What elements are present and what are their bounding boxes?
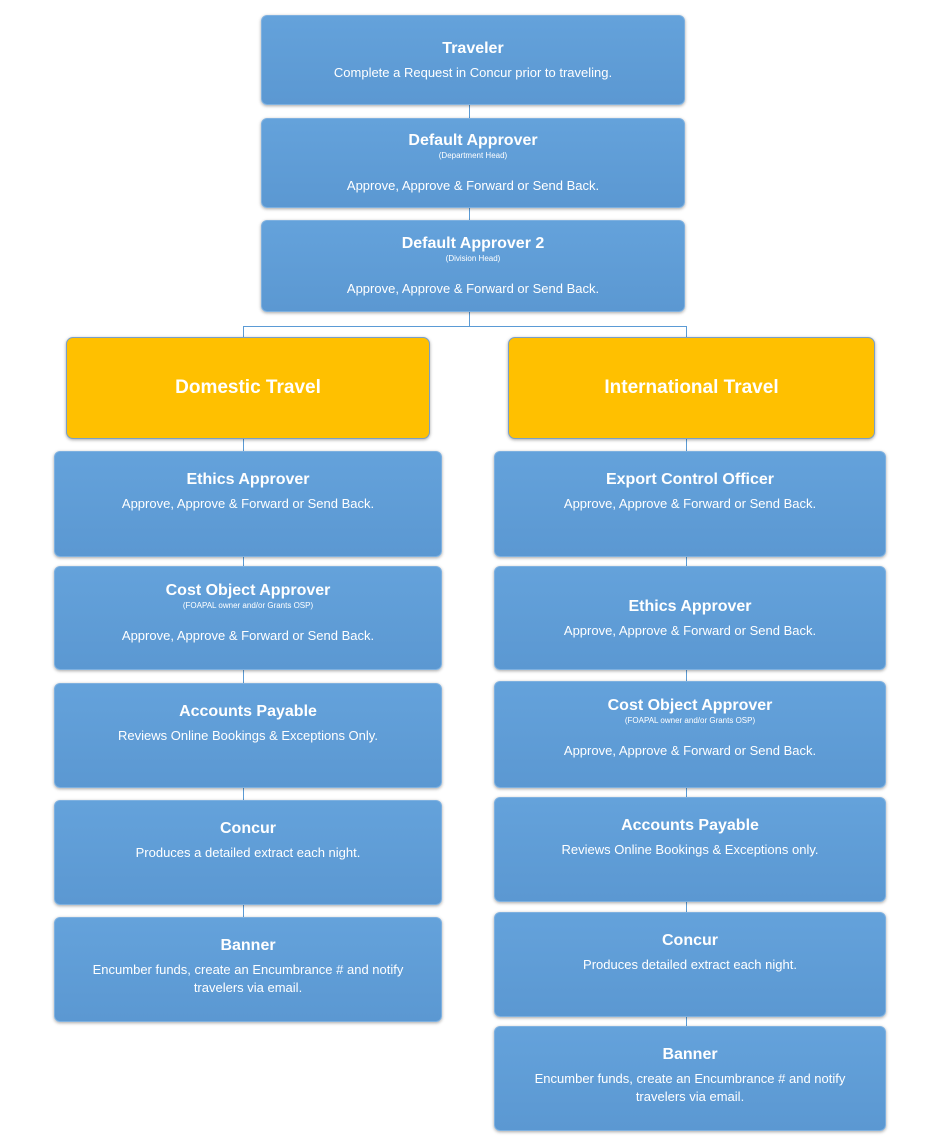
node-title: Banner (220, 937, 276, 954)
node-default-approver: Default Approver (Department Head) Appro… (261, 118, 685, 208)
node-desc: Reviews Online Bookings & Exceptions onl… (561, 842, 819, 857)
connector-split (243, 326, 686, 327)
branch-label: Domestic Travel (175, 377, 321, 398)
node-title: Cost Object Approver (165, 582, 331, 599)
node-subtitle: (FOAPAL owner and/or Grants OSP) (624, 716, 756, 725)
node-traveler: Traveler Complete a Request in Concur pr… (261, 15, 685, 105)
node-desc: Approve, Approve & Forward or Send Back. (563, 743, 817, 758)
node-title: Export Control Officer (605, 471, 774, 488)
node-desc: Produces a detailed extract each night. (135, 845, 361, 860)
node-desc: Approve, Approve & Forward or Send Back. (563, 496, 817, 511)
node-international-export-control-officer: Export Control Officer Approve, Approve … (494, 451, 886, 557)
node-title: Concur (220, 820, 276, 837)
node-title: Ethics Approver (628, 597, 752, 615)
node-title: Cost Object Approver (607, 697, 773, 714)
node-desc: Approve, Approve & Forward or Send Back. (121, 628, 375, 643)
node-domestic-concur: Concur Produces a detailed extract each … (54, 800, 442, 905)
node-title: Default Approver 2 (401, 235, 545, 252)
node-international-cost-object-approver: Cost Object Approver (FOAPAL owner and/o… (494, 681, 886, 788)
node-desc: Approve, Approve & Forward or Send Back. (346, 178, 600, 193)
node-title: Ethics Approver (186, 471, 310, 488)
node-desc: Complete a Request in Concur prior to tr… (333, 64, 613, 80)
node-international-accounts-payable: Accounts Payable Reviews Online Bookings… (494, 797, 886, 902)
node-domestic-ethics-approver: Ethics Approver Approve, Approve & Forwa… (54, 451, 442, 557)
branch-international-travel: International Travel (508, 337, 875, 439)
branch-label: International Travel (604, 377, 779, 398)
node-domestic-accounts-payable: Accounts Payable Reviews Online Bookings… (54, 683, 442, 788)
node-subtitle: (Department Head) (438, 151, 508, 160)
node-default-approver-2: Default Approver 2 (Division Head) Appro… (261, 220, 685, 312)
node-title: Traveler (442, 39, 504, 57)
node-desc: Approve, Approve & Forward or Send Back. (346, 281, 600, 296)
node-desc: Reviews Online Bookings & Exceptions Onl… (118, 728, 378, 743)
node-domestic-cost-object-approver: Cost Object Approver (FOAPAL owner and/o… (54, 566, 442, 670)
node-title: Concur (662, 932, 718, 949)
connector-international (686, 326, 687, 1028)
node-subtitle: (FOAPAL owner and/or Grants OSP) (182, 601, 314, 610)
node-title: Banner (662, 1046, 718, 1063)
node-title: Accounts Payable (179, 703, 317, 720)
node-international-concur: Concur Produces detailed extract each ni… (494, 912, 886, 1017)
node-international-ethics-approver: Ethics Approver Approve, Approve & Forwa… (494, 566, 886, 670)
node-desc: Produces detailed extract each night. (583, 957, 797, 972)
node-title: Accounts Payable (621, 817, 759, 834)
node-domestic-banner: Banner Encumber funds, create an Encumbr… (54, 917, 442, 1022)
node-desc: Approve, Approve & Forward or Send Back. (563, 622, 817, 638)
node-desc: Encumber funds, create an Encumbrance # … (534, 1071, 846, 1104)
branch-domestic-travel: Domestic Travel (66, 337, 430, 439)
connector-top-chain (469, 100, 470, 326)
node-title: Default Approver (408, 132, 538, 149)
node-international-banner: Banner Encumber funds, create an Encumbr… (494, 1026, 886, 1131)
node-desc: Approve, Approve & Forward or Send Back. (121, 496, 375, 511)
node-subtitle: (Division Head) (445, 254, 501, 263)
node-desc: Encumber funds, create an Encumbrance # … (92, 962, 404, 995)
